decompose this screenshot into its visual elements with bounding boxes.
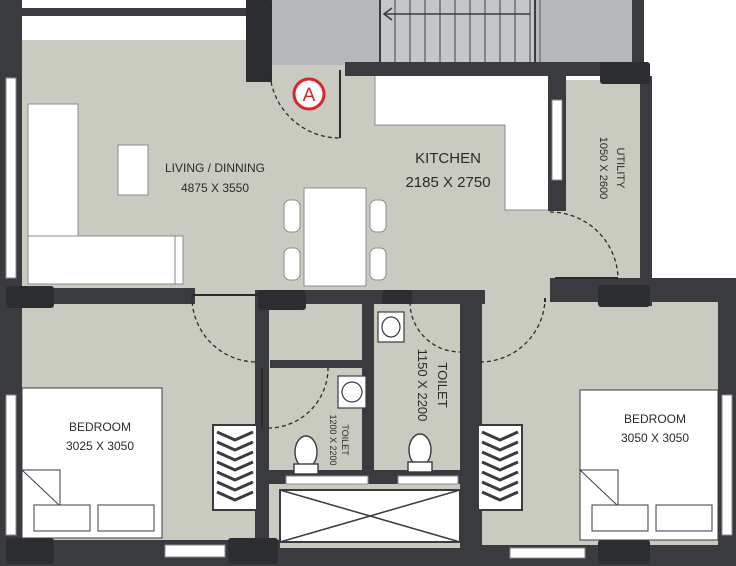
- entry-marker-letter: A: [303, 85, 316, 106]
- kitchen-name: KITCHEN: [415, 150, 481, 167]
- wash-basin-main: [377, 311, 405, 343]
- wardrobe-left: [212, 424, 258, 511]
- wash-basin-small: [337, 375, 367, 409]
- bedroom-right-name: BEDROOM: [624, 412, 686, 426]
- door-swings: [191, 74, 619, 429]
- utility-size: 1050 X 2600: [597, 137, 609, 199]
- entry-marker: A: [292, 77, 326, 111]
- windows: [5, 77, 733, 559]
- sofa: [27, 103, 184, 285]
- side-table: [117, 144, 149, 196]
- top-strip: [22, 14, 250, 40]
- toilet-main-size: 1150 X 2200: [415, 349, 430, 422]
- wc-left: [293, 435, 319, 475]
- dining-set: [283, 187, 387, 287]
- wc-right: [407, 433, 433, 473]
- toilet-main-name: TOILET: [435, 362, 450, 407]
- floor-utility: [555, 80, 645, 280]
- bed-left: [20, 387, 163, 539]
- kitchen-size: 2185 X 2750: [405, 174, 490, 191]
- pillars: [6, 0, 650, 564]
- duct-area: [279, 489, 461, 543]
- staircase: [272, 0, 642, 65]
- living-room-size: 4875 X 3550: [181, 181, 249, 195]
- door-leaves: [192, 70, 618, 428]
- bedroom-left-name: BEDROOM: [69, 420, 131, 434]
- toilet-small-size: 1200 X 2200: [328, 414, 338, 465]
- bedroom-left-size: 3025 X 3050: [66, 439, 134, 453]
- wardrobe-right: [477, 424, 523, 511]
- bedroom-right-size: 3050 X 3050: [621, 431, 689, 445]
- toilet-small-name: TOILET: [340, 424, 350, 456]
- living-room-name: LIVING / DINNING: [165, 161, 265, 175]
- utility-name: UTILITY: [614, 148, 626, 190]
- bed-right: [578, 389, 719, 541]
